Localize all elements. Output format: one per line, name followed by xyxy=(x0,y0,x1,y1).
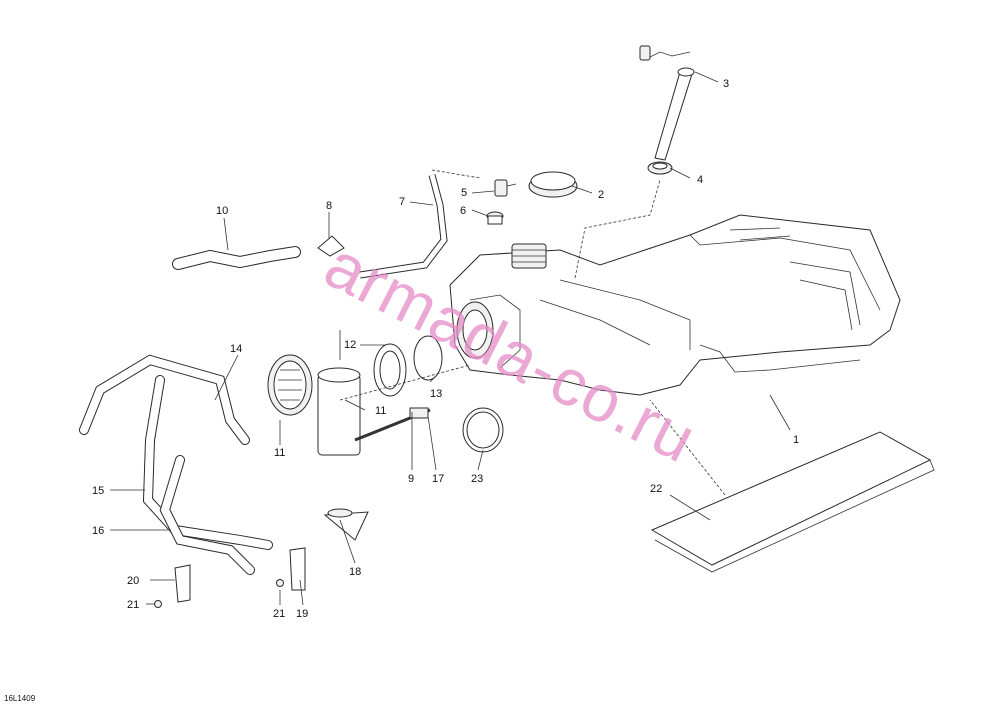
screw-right xyxy=(276,579,284,587)
level-sensor-rod xyxy=(354,407,431,442)
callout-labels: 1 2 3 4 5 6 7 8 9 10 11 11 12 13 14 15 1… xyxy=(92,78,799,620)
callout-16: 16 xyxy=(92,525,104,537)
bracket-right xyxy=(289,547,306,591)
callout-13: 13 xyxy=(430,388,442,400)
callout-1: 1 xyxy=(793,434,799,446)
callout-3: 3 xyxy=(723,78,729,90)
callout-11b: 11 xyxy=(375,405,386,417)
fuel-tank xyxy=(449,214,901,396)
fuel-line-hoses xyxy=(79,354,273,575)
bracket-left xyxy=(174,564,191,603)
pump-lock-ring xyxy=(373,343,407,397)
callout-19: 19 xyxy=(296,608,308,620)
tank-pad xyxy=(650,431,935,573)
leader-lines xyxy=(110,71,791,606)
callout-6: 6 xyxy=(460,205,466,217)
callout-20: 20 xyxy=(127,575,139,587)
screw-left xyxy=(154,600,162,608)
callout-10: 10 xyxy=(216,205,228,217)
callout-17: 17 xyxy=(432,473,444,485)
pump-seal xyxy=(413,335,443,381)
callout-14: 14 xyxy=(230,343,242,355)
reference-code: 16L1409 xyxy=(4,694,36,703)
callout-15: 15 xyxy=(92,485,104,497)
fuel-hose xyxy=(172,246,301,270)
callout-9: 9 xyxy=(408,473,414,485)
callout-2: 2 xyxy=(598,189,604,201)
callout-22: 22 xyxy=(650,483,662,495)
callout-7: 7 xyxy=(399,196,405,208)
callout-18: 18 xyxy=(349,566,361,578)
vent-hose xyxy=(359,169,481,279)
callout-8: 8 xyxy=(326,200,332,212)
valve-grommet xyxy=(486,211,504,225)
vent-valve xyxy=(494,179,517,197)
fuel-pump-module xyxy=(267,330,361,456)
callout-21a: 21 xyxy=(127,599,139,611)
callout-11a: 11 xyxy=(274,447,285,459)
callout-5: 5 xyxy=(461,187,467,199)
strainer xyxy=(323,508,369,541)
large-clamp xyxy=(462,407,504,453)
filler-grommet xyxy=(647,161,673,175)
callout-21b: 21 xyxy=(273,608,285,620)
fuel-cap xyxy=(528,171,578,198)
callout-12: 12 xyxy=(344,339,356,351)
callout-4: 4 xyxy=(697,174,703,186)
filler-tube xyxy=(639,45,695,161)
callout-23: 23 xyxy=(471,473,483,485)
hose-clamp xyxy=(317,235,345,257)
